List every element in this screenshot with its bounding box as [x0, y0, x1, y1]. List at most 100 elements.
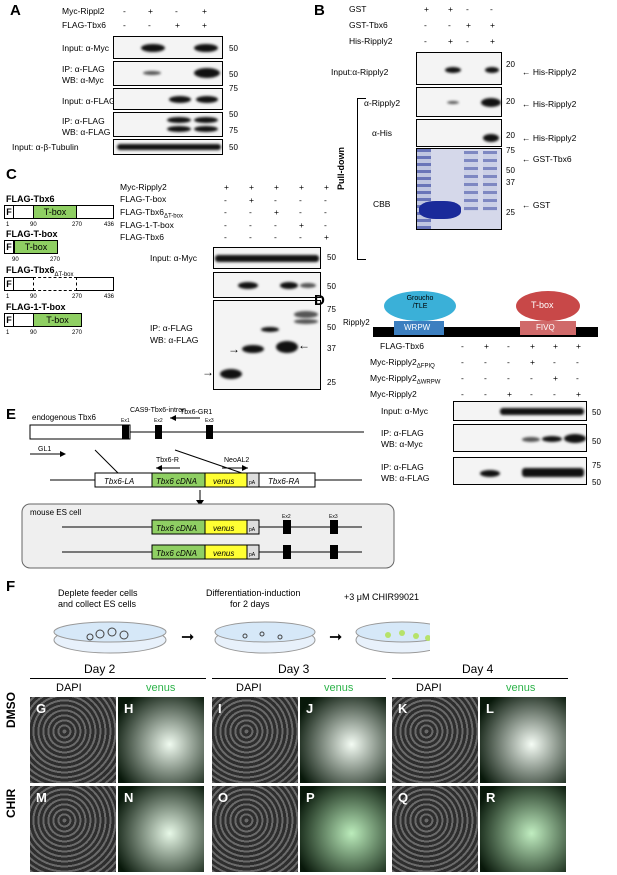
- d-blot-input: [453, 401, 587, 421]
- venus-image: R: [480, 786, 566, 872]
- svg-text:➞: ➞: [181, 629, 194, 646]
- a-blot-input-myc: [113, 36, 223, 59]
- e-box-label: Tbx6 cDNA: [156, 549, 197, 558]
- mw: 50: [327, 282, 336, 291]
- b-arrow-label: His-Ripply2: [532, 67, 577, 77]
- a-sign: -: [123, 6, 126, 16]
- e-label: Tbx6-GR1: [180, 409, 213, 416]
- b-sign: -: [466, 36, 469, 46]
- dapi-image: Q: [392, 786, 478, 872]
- d-tbox-oval: [516, 291, 580, 321]
- mw: 25: [506, 208, 515, 217]
- mw: 75: [327, 305, 336, 314]
- c-num: 436: [104, 222, 115, 228]
- a-sign: +: [202, 6, 207, 16]
- c-row-sub: ΔT-box: [163, 213, 183, 220]
- mw: 50: [229, 143, 238, 152]
- d-sign: -: [530, 389, 533, 399]
- b-sign: +: [490, 20, 495, 30]
- c-num: 270: [72, 294, 83, 300]
- venus-image: H: [118, 697, 204, 783]
- d-sign: +: [576, 341, 581, 351]
- micro-panel-letter: H: [124, 701, 134, 716]
- d-sign: -: [576, 373, 579, 383]
- dapi-image: K: [392, 697, 478, 783]
- d-row-sub: ΔFPIQ: [416, 363, 435, 370]
- micro-row-label: CHIR: [4, 788, 18, 818]
- d-groucho-label: Groucho /TLE: [406, 295, 434, 310]
- mw: 50: [229, 110, 238, 119]
- d-sign: -: [484, 373, 487, 383]
- a-blot-label: WB: α-FLAG: [62, 127, 111, 137]
- e-exon-label: Ex3: [329, 514, 338, 520]
- mw: 37: [327, 344, 336, 353]
- f-step: Deplete feeder cells: [58, 588, 138, 598]
- mw: 50: [229, 70, 238, 79]
- b-sign: -: [424, 20, 427, 30]
- c-sign: -: [324, 207, 327, 217]
- c-blot-label: IP: α-FLAG: [150, 323, 193, 333]
- c-tbox-box: T-box: [14, 240, 58, 254]
- c-sign: +: [224, 182, 229, 192]
- micro-panel-letter: J: [306, 701, 314, 716]
- b-sign: +: [448, 4, 453, 14]
- b-row: GST: [349, 4, 367, 14]
- c-num: 90: [30, 330, 37, 336]
- e-box-label: Tbx6 cDNA: [156, 524, 197, 533]
- c-num: 1: [6, 222, 10, 228]
- d-blot-label: IP: α-FLAG: [381, 462, 424, 472]
- venus-image: J: [300, 697, 386, 783]
- d-sign: -: [461, 389, 464, 399]
- d-blot-label: IP: α-FLAG: [381, 428, 424, 438]
- b-arrow: ← GST-Tbx6: [522, 154, 572, 164]
- b-arrow-label: His-Ripply2: [532, 133, 577, 143]
- d-sign: +: [530, 341, 535, 351]
- micro-day: Day 3: [278, 662, 310, 676]
- c-construct-sub: ΔT-box: [54, 271, 74, 278]
- d-blot-label: WB: α-Myc: [381, 439, 423, 449]
- b-sign: -: [424, 36, 427, 46]
- d-sign: -: [461, 373, 464, 383]
- dapi-image: O: [212, 786, 298, 872]
- b-sign: +: [448, 36, 453, 46]
- mw: 50: [327, 253, 336, 262]
- c-sign: -: [224, 219, 227, 230]
- c-sign: -: [249, 219, 252, 230]
- d-blot-ip-myc: [453, 424, 587, 452]
- a-blot-label: Input: α-β-Tubulin: [12, 142, 79, 152]
- c-sign: +: [299, 182, 304, 192]
- d-sign: -: [484, 357, 487, 367]
- d-blot-ip-flag: [453, 457, 587, 485]
- f-dish-diagram: ➞ ➞: [53, 621, 430, 654]
- d-row: FLAG-Tbx6: [380, 341, 424, 351]
- c-row: Myc-Ripply2: [120, 182, 167, 192]
- svg-text:➞: ➞: [329, 629, 342, 646]
- a-blot-label: Input: α-FLAG: [62, 96, 116, 106]
- b-row: His-Ripply2: [349, 36, 393, 46]
- c-num: 1: [6, 294, 10, 300]
- mw: 37: [506, 178, 515, 187]
- e-label: NeoAL2: [224, 457, 250, 464]
- b-blot-label: α-His: [372, 128, 393, 138]
- c-sign: +: [249, 182, 254, 192]
- d-row: Myc-Ripply2: [370, 389, 417, 399]
- c-flag-box: F: [4, 240, 14, 254]
- mw: 20: [506, 97, 515, 106]
- d-sign: -: [553, 357, 556, 367]
- d-sign: -: [484, 389, 487, 399]
- d-sign: +: [553, 341, 558, 351]
- e-label: CAS9-Tbx6-intron: [130, 407, 187, 414]
- c-row: FLAG-Tbx6: [120, 232, 164, 242]
- e-box-label: venus: [213, 549, 235, 558]
- panel-f-label: F: [6, 578, 16, 595]
- c-row: FLAG-1-T-box: [120, 220, 174, 230]
- mw: 50: [592, 478, 601, 487]
- b-arrow: ← His-Ripply2: [522, 99, 577, 109]
- a-blot-label: Input: α-Myc: [62, 43, 109, 53]
- b-blot-ripply2: [416, 87, 502, 117]
- d-row: Myc-Ripply2ΔFPIQ: [370, 357, 435, 372]
- d-sign: +: [530, 357, 535, 367]
- a-blot-input-flag: [113, 88, 223, 110]
- d-sign: +: [484, 341, 489, 351]
- dapi-image: M: [30, 786, 116, 872]
